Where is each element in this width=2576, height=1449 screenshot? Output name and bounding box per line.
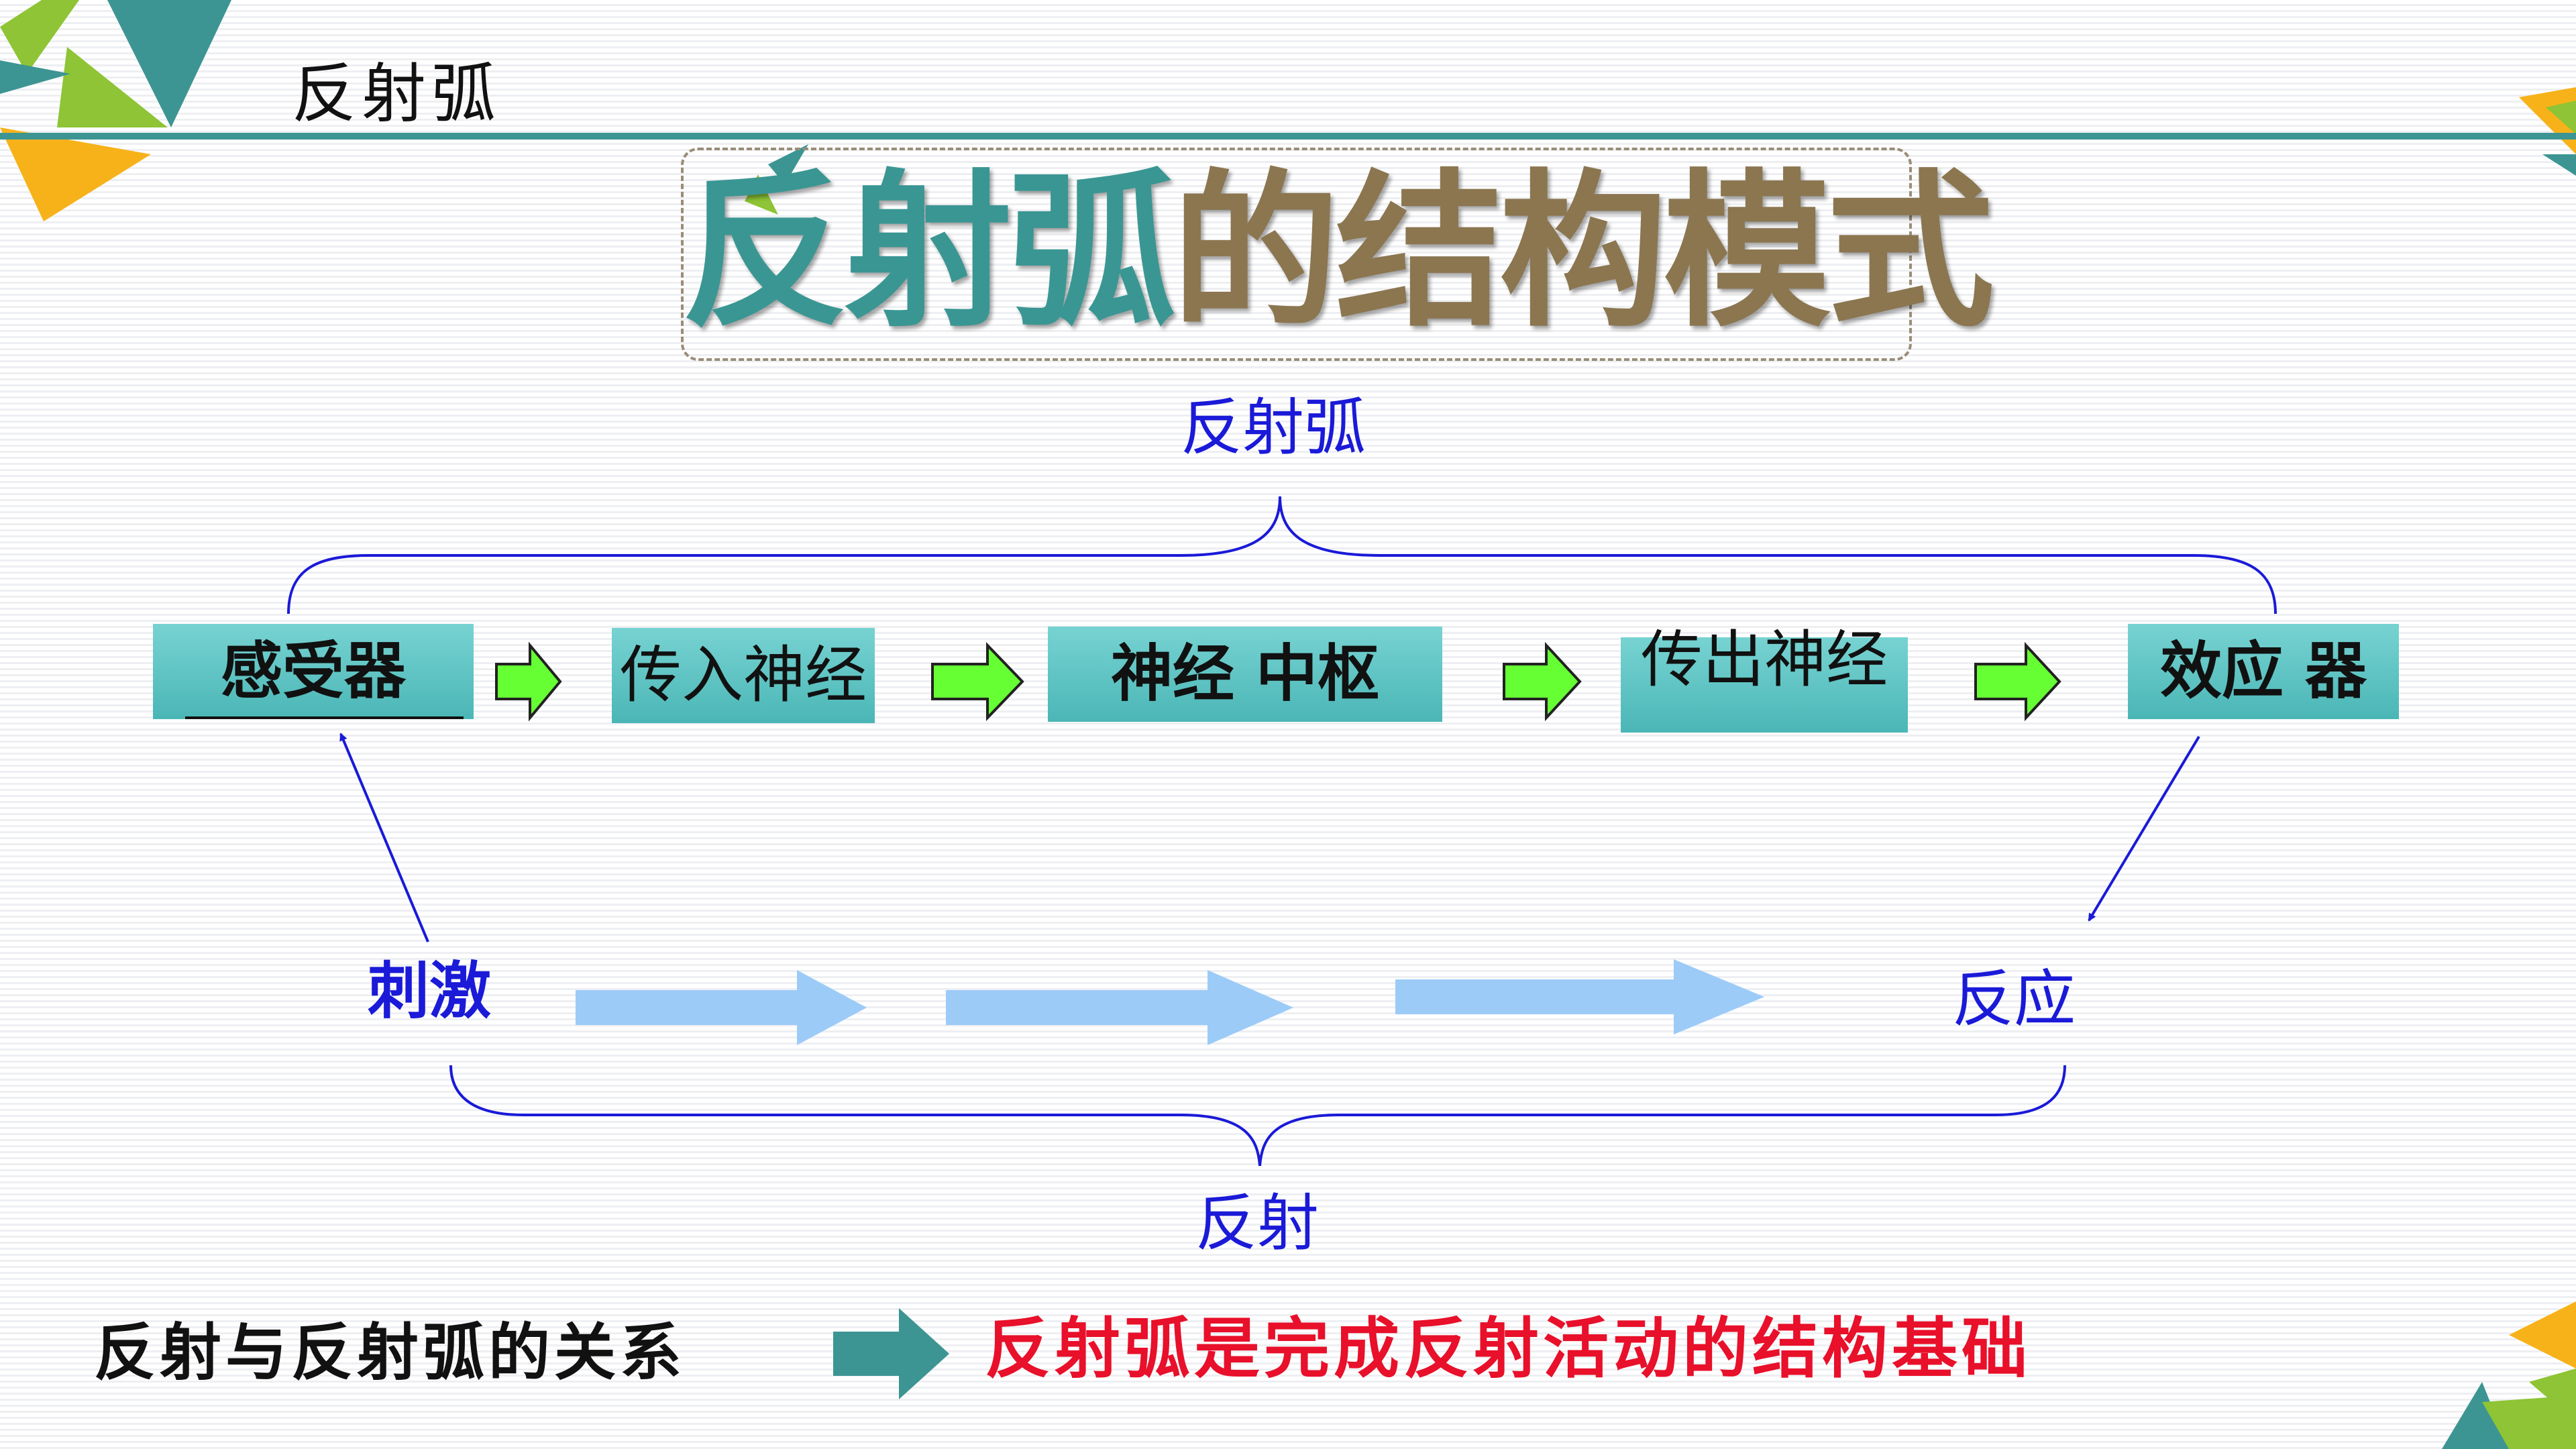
pathway-receptor-label: 感受器	[220, 635, 406, 707]
relation-answer: 反射弧是完成反射活动的结构基础	[985, 1310, 2032, 1387]
top-brace-label: 反射弧	[1181, 392, 1366, 464]
stimulus-label: 刺激	[368, 955, 492, 1027]
pathway-efferent-nerve: 传出神经	[1621, 629, 1908, 733]
effector-to-response-arrow	[2088, 735, 2200, 922]
response-label: 反应	[1952, 963, 2076, 1035]
block-arrow-icon	[1395, 959, 1764, 1034]
main-title: 反射弧的结构模式	[681, 160, 1994, 344]
header-title: 反射弧	[292, 56, 501, 131]
right-arrow-icon	[495, 641, 562, 722]
main-title-part1: 反射弧	[681, 154, 1176, 350]
main-title-frame	[681, 148, 1912, 361]
bottom-brace-label: 反射	[1195, 1187, 1320, 1259]
top-brace	[287, 496, 2277, 614]
pathway-afferent-nerve-label: 传入神经	[619, 639, 867, 711]
pathway-effector: 效应 器	[2128, 624, 2399, 719]
block-arrow-icon	[576, 970, 867, 1045]
pathway-receptor: 感受器	[153, 624, 474, 719]
pathway-afferent-nerve: 传入神经	[612, 628, 875, 723]
teal-arrow-icon	[833, 1308, 949, 1399]
block-arrow-icon	[946, 970, 1293, 1045]
pathway-efferent-nerve-label: 传出神经	[1640, 624, 1888, 696]
relation-question: 反射与反射弧的关系	[94, 1316, 686, 1389]
receptor-underline	[185, 716, 464, 719]
main-title-part2: 的结构模式	[1172, 154, 1994, 350]
right-arrow-icon	[1503, 641, 1582, 722]
stimulus-to-receptor-arrow	[339, 733, 429, 943]
bottom-brace	[449, 1065, 2066, 1167]
right-arrow-icon	[1974, 641, 2061, 722]
right-arrow-icon	[931, 642, 1024, 721]
pathway-nerve-center: 神经 中枢	[1048, 627, 1442, 722]
pathway-nerve-center-label: 神经 中枢	[1110, 638, 1380, 710]
pathway-effector-label: 效应 器	[2159, 635, 2367, 707]
header-divider	[0, 133, 2576, 140]
